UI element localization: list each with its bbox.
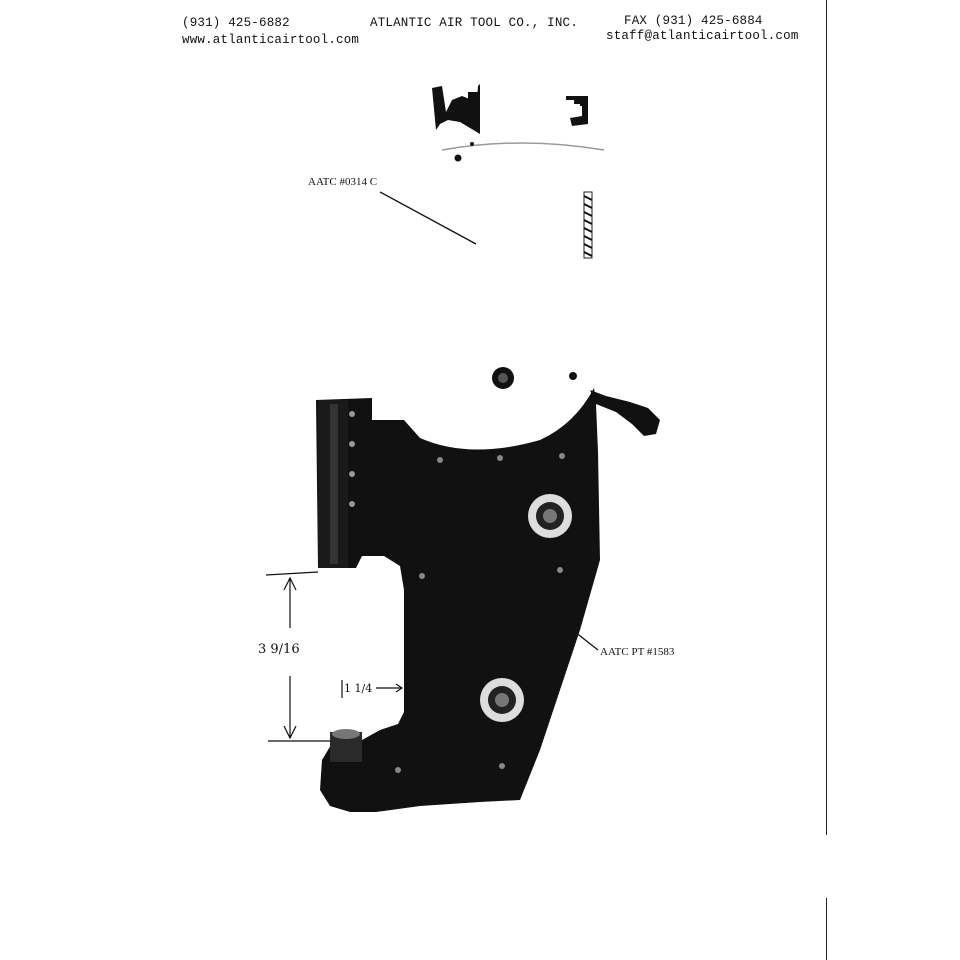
leader-line-upper <box>379 191 477 245</box>
mid-assembly <box>492 367 660 436</box>
threaded-rod <box>583 191 593 259</box>
header-phone: (931) 425-6882 <box>182 16 290 30</box>
dimension-annotations <box>265 571 404 742</box>
header-company: ATLANTIC AIR TOOL CO., INC. <box>370 16 578 30</box>
c-frame <box>316 388 600 812</box>
header-email: staff@atlanticairtool.com <box>606 29 799 43</box>
dimension-height-label: 3 9/16 <box>258 642 300 657</box>
header-website: www.atlanticairtool.com <box>182 33 360 47</box>
callout-upper-part: AATC #0314 C <box>308 176 378 188</box>
dimension-throat-label: 1 1/4 <box>344 682 373 695</box>
upper-tool-top <box>432 84 605 259</box>
callout-lower-part: AATC PT #1583 <box>600 646 675 658</box>
scan-edge-right <box>826 0 827 835</box>
scan-edge-right-bottom <box>826 898 827 960</box>
header-fax: FAX (931) 425-6884 <box>624 14 763 28</box>
leader-line-lower <box>569 627 599 651</box>
